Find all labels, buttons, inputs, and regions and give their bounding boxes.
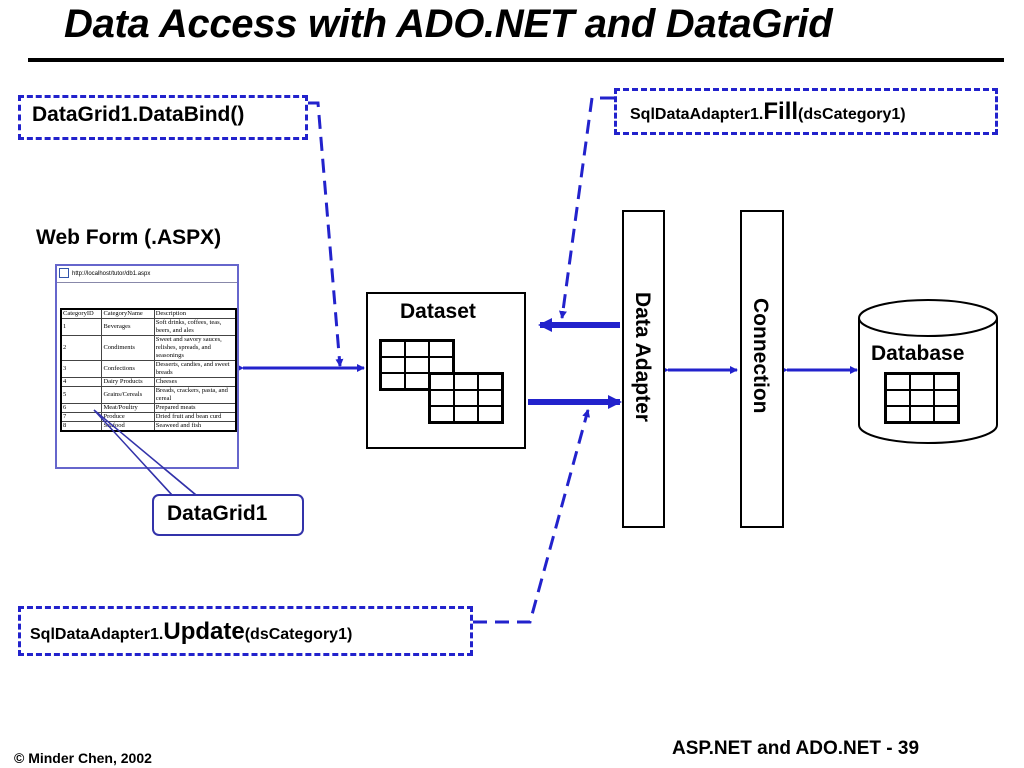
table-cell: Beverages <box>101 318 155 336</box>
databind-connector <box>308 101 344 367</box>
table-cell: Condiments <box>101 335 155 361</box>
connection-label: Connection <box>749 298 772 414</box>
fill-method: Fill <box>763 98 799 125</box>
slide-title: Data Access with ADO.NET and DataGrid <box>64 2 833 46</box>
webform-browser: http://localhost/tutor/db1.aspx Category… <box>55 264 239 469</box>
webform-label: Web Form (.ASPX) <box>36 226 222 249</box>
slide-number-footer: ASP.NET and ADO.NET - 39 <box>672 738 920 759</box>
dataset-label: Dataset <box>400 300 476 323</box>
update-prefix: SqlDataAdapter1. <box>30 626 164 643</box>
update-connector <box>473 409 591 624</box>
table-cell: 6 <box>60 403 103 413</box>
table-cell: Dairy Products <box>101 377 155 387</box>
table-cell: 1 <box>60 318 103 336</box>
page-icon <box>59 268 69 279</box>
update-call: SqlDataAdapter1.Update(dsCategory1) <box>30 618 352 646</box>
table-cell: Seafood <box>101 421 155 432</box>
table-cell: 8 <box>60 421 103 432</box>
connection-box <box>740 210 784 528</box>
database-label: Database <box>871 342 965 365</box>
column-header: CategoryName <box>101 308 155 319</box>
table-cell: Sweet and savory sauces, relishes, sprea… <box>153 335 237 361</box>
data-adapter-label: Data Adapter <box>631 292 654 422</box>
update-args: (dsCategory1) <box>244 626 353 643</box>
update-box <box>18 606 473 656</box>
table-cell: Soft drinks, coffees, teas, beers, and a… <box>153 318 237 336</box>
table-cell: 3 <box>60 360 103 378</box>
table-cell: Prepared meats <box>153 403 237 413</box>
table-cell: 7 <box>60 412 103 422</box>
table-cell: Grains/Cereals <box>101 386 155 404</box>
dataset-table-icon <box>428 372 504 424</box>
column-header: Description <box>153 308 237 319</box>
table-cell: Breads, crackers, pasta, and cereal <box>153 386 237 404</box>
copyright-footer: © Minder Chen, 2002 <box>14 750 152 766</box>
datagrid-callout <box>152 494 304 536</box>
column-header: CategoryID <box>60 308 103 319</box>
update-method: Update <box>163 618 245 645</box>
database-table-icon <box>884 372 960 424</box>
table-cell: Produce <box>101 412 155 422</box>
address-text: http://localhost/tutor/db1.aspx <box>72 271 151 277</box>
datagrid-callout-label: DataGrid1 <box>167 502 268 525</box>
table-cell: Meat/Poultry <box>101 403 155 413</box>
databind-box <box>18 95 308 140</box>
fill-connector <box>558 96 614 319</box>
table-cell: Confections <box>101 360 155 378</box>
fill-args: (dsCategory1) <box>798 106 906 123</box>
title-underline <box>28 58 1004 62</box>
data-adapter-box <box>622 210 665 528</box>
table-cell: Seaweed and fish <box>153 421 237 432</box>
table-cell: 5 <box>60 386 103 404</box>
table-cell: 4 <box>60 377 103 387</box>
table-cell: Dried fruit and bean curd <box>153 412 237 422</box>
table-cell: 2 <box>60 335 103 361</box>
table-cell: Cheeses <box>153 377 237 387</box>
fill-prefix: SqlDataAdapter1. <box>630 106 764 123</box>
fill-call: SqlDataAdapter1.Fill(dsCategory1) <box>630 98 906 126</box>
databind-call: DataGrid1.DataBind() <box>32 103 245 126</box>
table-cell: Desserts, candies, and sweet breads <box>153 360 237 378</box>
fill-box <box>614 88 998 135</box>
address-bar: http://localhost/tutor/db1.aspx <box>57 266 237 283</box>
